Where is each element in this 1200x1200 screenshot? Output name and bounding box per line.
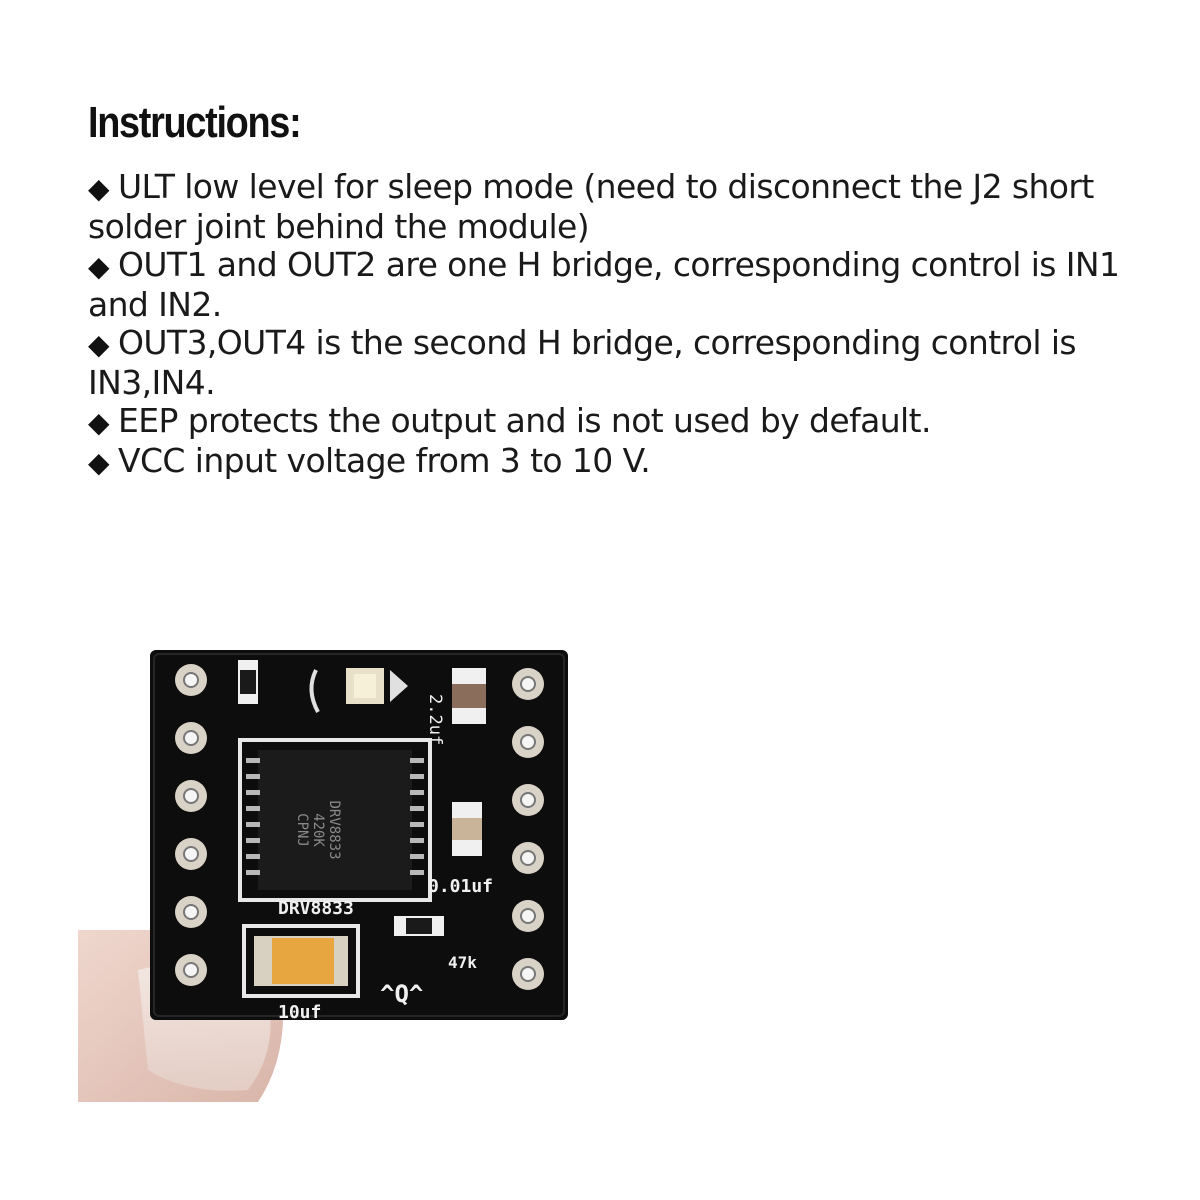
instruction-text: OUT3,OUT4 is the second H bridge, corres… bbox=[88, 323, 1077, 402]
cap-silkscreen bbox=[242, 924, 360, 998]
chip-marking-1: DRV8833 bbox=[326, 800, 342, 859]
right-header-pads bbox=[512, 668, 544, 990]
diamond-bullet-icon: ◆ bbox=[88, 328, 110, 361]
chip-pins bbox=[246, 758, 424, 875]
diamond-bullet-icon: ◆ bbox=[88, 172, 110, 205]
chip-marking-3: CPNJ bbox=[294, 813, 310, 847]
logo-label: ^Q^ bbox=[380, 980, 423, 1008]
drv8833-board-image: 2.2uf DRV8833 420K CPNJ DRV8833 0.01uf 4… bbox=[78, 650, 568, 1102]
cap-label-10uf: 10uf bbox=[278, 1002, 321, 1023]
cap-label-2-2uf: 2.2uf bbox=[425, 694, 445, 745]
instruction-text: VCC input voltage from 3 to 10 V. bbox=[118, 441, 651, 480]
smd-capacitor-top bbox=[452, 668, 486, 724]
diamond-bullet-icon: ◆ bbox=[88, 406, 110, 439]
resistor-label-47k: 47k bbox=[448, 953, 477, 972]
list-item: ◆OUT1 and OUT2 are one H bridge, corresp… bbox=[88, 246, 1148, 324]
drv8833-chip bbox=[258, 750, 412, 890]
left-header-pads bbox=[175, 664, 207, 986]
page-title: Instructions: bbox=[88, 98, 302, 147]
chip-silkscreen bbox=[238, 738, 432, 902]
diamond-bullet-icon: ◆ bbox=[88, 446, 110, 479]
diamond-bullet-icon: ◆ bbox=[88, 250, 110, 283]
list-item: ◆OUT3,OUT4 is the second H bridge, corre… bbox=[88, 324, 1148, 402]
cap-label-0-01uf: 0.01uf bbox=[428, 876, 493, 897]
instruction-text: EEP protects the output and is not used … bbox=[118, 401, 931, 440]
chip-label: DRV8833 bbox=[278, 898, 354, 919]
smd-resistor-47k bbox=[394, 916, 444, 936]
chip-marking-2: 420K bbox=[310, 813, 326, 847]
module-photo: 2.2uf DRV8833 420K CPNJ DRV8833 0.01uf 4… bbox=[78, 640, 598, 1102]
smd-led bbox=[309, 668, 408, 713]
smd-capacitor-mid bbox=[452, 802, 482, 856]
instruction-list: ◆ULT low level for sleep mode (need to d… bbox=[88, 168, 1148, 482]
list-item: ◆ULT low level for sleep mode (need to d… bbox=[88, 168, 1148, 246]
list-item: ◆EEP protects the output and is not used… bbox=[88, 402, 1148, 442]
instruction-text: OUT1 and OUT2 are one H bridge, correspo… bbox=[88, 245, 1120, 324]
instruction-text: ULT low level for sleep mode (need to di… bbox=[88, 167, 1094, 246]
tantalum-capacitor bbox=[254, 936, 348, 986]
list-item: ◆VCC input voltage from 3 to 10 V. bbox=[88, 442, 1148, 482]
